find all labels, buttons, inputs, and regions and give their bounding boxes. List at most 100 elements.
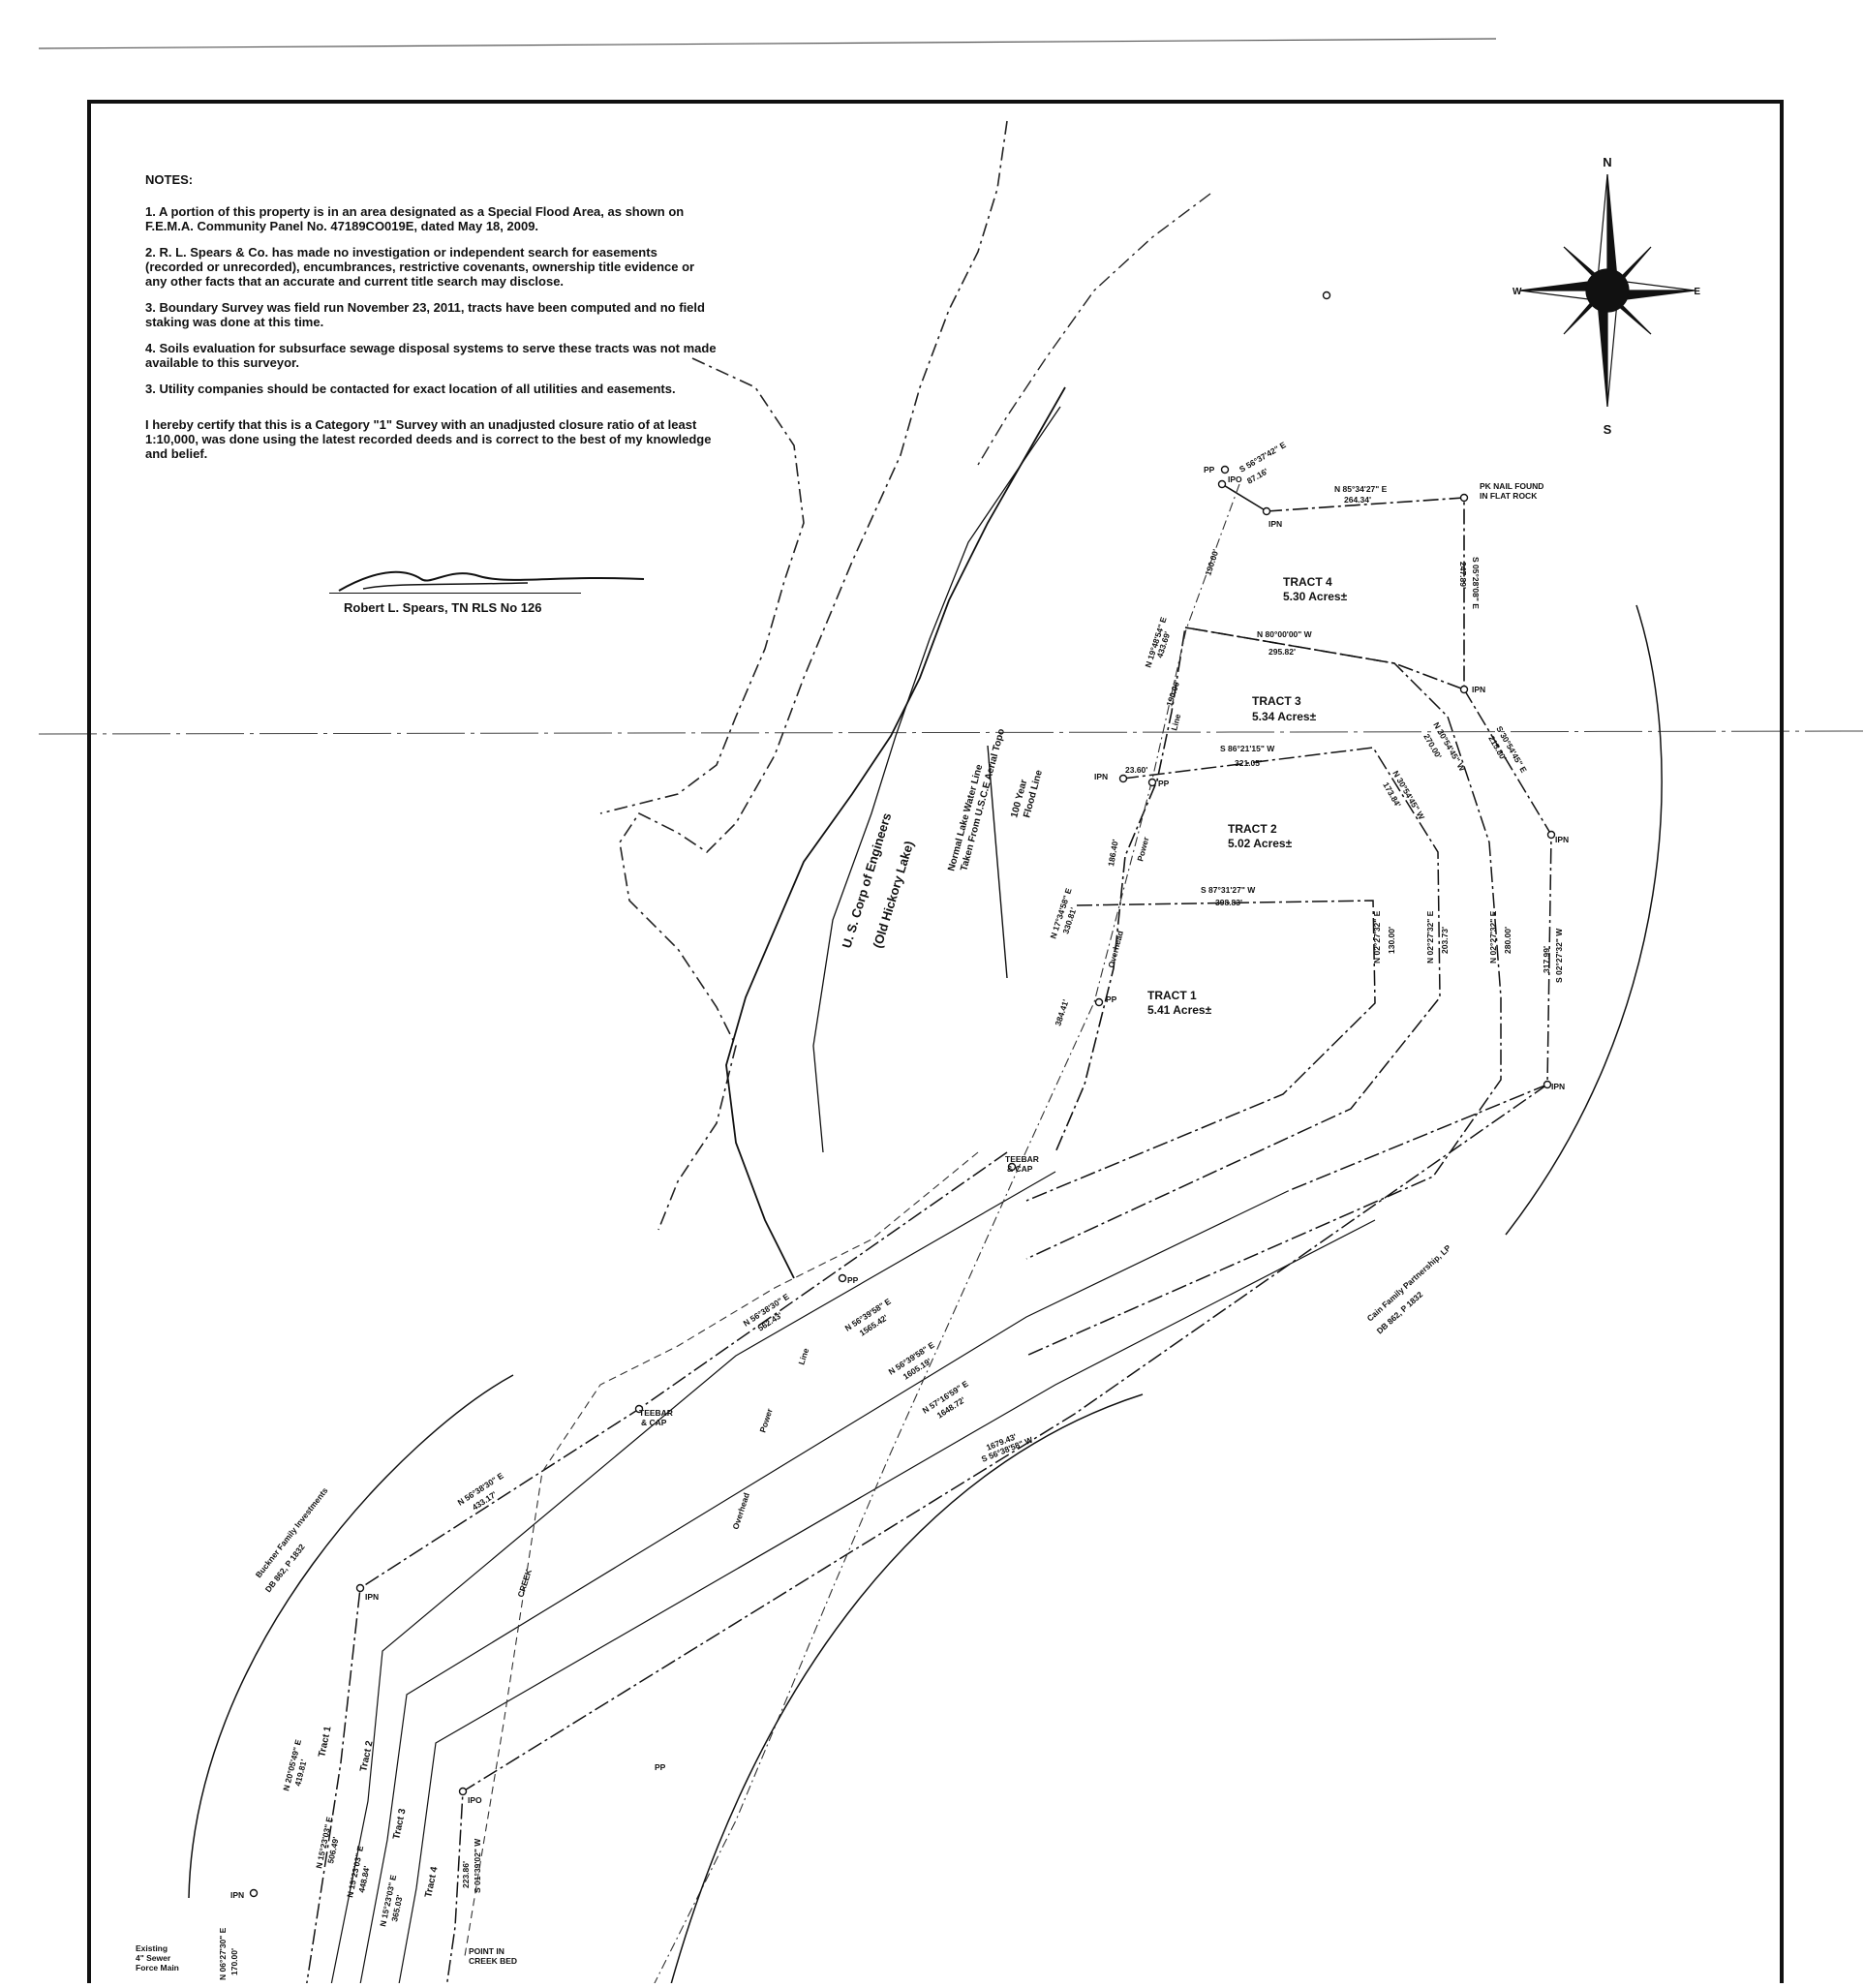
arrow-west-side bbox=[188, 1374, 514, 1899]
note-item: 4. Soils evaluation for subsurface sewag… bbox=[145, 341, 717, 370]
bearing-label: S 05°28'08" E bbox=[1471, 557, 1481, 609]
creek-label: CREEK bbox=[515, 1567, 534, 1598]
overhead-label-2: Overhead bbox=[1106, 930, 1125, 968]
pp-label: PP bbox=[655, 1762, 666, 1772]
distance-label: 186.40' bbox=[1106, 839, 1120, 867]
compass-e-label: E bbox=[1694, 287, 1700, 297]
cap-label-1: & CAP bbox=[1007, 1164, 1033, 1174]
teebar-label-2: TEEBAR bbox=[639, 1408, 673, 1418]
bearing-label: N 02°27'32" E bbox=[1372, 910, 1382, 963]
distance-label: 130.00' bbox=[1387, 927, 1396, 954]
distance-label: 23.60' bbox=[1125, 765, 1147, 775]
tract-3-name: TRACT 3 bbox=[1252, 694, 1301, 708]
scan-top-line bbox=[38, 38, 1497, 49]
note-item: 1. A portion of this property is in an a… bbox=[145, 204, 685, 233]
compass-s-label: S bbox=[1604, 422, 1612, 436]
bearing-labels: S 56°37'42" E 87.16' N 85°34'27" E 264.3… bbox=[218, 440, 1564, 1980]
ipn-label: IPN bbox=[1094, 772, 1108, 781]
sewer-label-3: Force Main bbox=[136, 1963, 179, 1973]
tract-4-area: 5.30 Acres± bbox=[1283, 590, 1348, 603]
signature-line bbox=[329, 593, 581, 594]
distance-label: 398.83' bbox=[1215, 898, 1242, 907]
bearing-label: S 86°21'15" W bbox=[1220, 744, 1275, 753]
sewer-label-1: Existing bbox=[136, 1943, 168, 1953]
bearing-label: S 01°39'02" W bbox=[473, 1838, 482, 1893]
tract-2-boundary bbox=[1025, 747, 1441, 1260]
ipo-label: IPO bbox=[1228, 474, 1242, 484]
distance-label: 170.00' bbox=[229, 1948, 239, 1975]
compass-w-label: W bbox=[1513, 287, 1522, 297]
distance-label: 321.05' bbox=[1235, 758, 1262, 768]
arrow-south bbox=[669, 1393, 1144, 1988]
bearing-label: S 02°27'32" W bbox=[1554, 928, 1564, 983]
distance-label: 223.86' bbox=[461, 1861, 471, 1888]
tract-1-name: TRACT 1 bbox=[1147, 989, 1197, 1002]
point-creek-label-1: POINT IN bbox=[469, 1946, 504, 1956]
distance-label: 317.99' bbox=[1542, 946, 1551, 973]
distance-label: 295.82' bbox=[1268, 647, 1296, 657]
tract-1-area: 5.41 Acres± bbox=[1147, 1003, 1212, 1017]
bearing-label: N 02°27'32" E bbox=[1425, 910, 1435, 963]
normal-lake-water-line bbox=[619, 120, 1008, 1231]
bearing-label: N 06°27'30" E bbox=[218, 1927, 228, 1980]
ipo-label: IPO bbox=[468, 1795, 482, 1805]
ipn-label: IPN bbox=[365, 1592, 379, 1602]
sewer-label-2: 4" Sewer bbox=[136, 1953, 171, 1963]
creek-line bbox=[464, 1151, 979, 1957]
tract-3-boundary bbox=[1025, 627, 1502, 1357]
power-label: Power bbox=[757, 1407, 775, 1434]
strip-label-tract-1: Tract 1 bbox=[317, 1725, 334, 1758]
pp-label: PP bbox=[1158, 779, 1170, 788]
ipn-label: IPN bbox=[1555, 835, 1569, 844]
distance-label: 190.00' bbox=[1203, 548, 1220, 577]
shoreline-west bbox=[599, 357, 805, 814]
certification-statement: I hereby certify that this is a Category… bbox=[145, 417, 712, 461]
sheet-border bbox=[87, 100, 1784, 1988]
note-item: 2. R. L. Spears & Co. has made no invest… bbox=[145, 245, 695, 289]
ipn-label: IPN bbox=[1268, 519, 1282, 529]
tract-4-boundary bbox=[1054, 497, 1465, 1153]
scan-fold-line bbox=[38, 730, 1864, 735]
tract-4-name: TRACT 4 bbox=[1283, 575, 1332, 589]
east-boundary bbox=[1287, 688, 1552, 1192]
compass-n-label: N bbox=[1603, 155, 1611, 169]
tract-1-boundary bbox=[1025, 900, 1376, 1202]
line-label-2: Line bbox=[1169, 713, 1182, 732]
flood-line-100-year bbox=[725, 386, 1066, 1279]
ipn-label: IPN bbox=[1472, 685, 1485, 694]
overhead-label: Overhead bbox=[730, 1491, 751, 1530]
pk-nail-label-1: PK NAIL FOUND bbox=[1480, 481, 1543, 491]
cap-label-2: & CAP bbox=[641, 1418, 667, 1427]
cain-label-1: Cain Family Partnership, LP bbox=[1365, 1242, 1453, 1323]
distance-label: 247.89' bbox=[1458, 562, 1468, 589]
strip-line-2 bbox=[358, 1190, 1289, 1988]
boundary-markers bbox=[249, 291, 1556, 1898]
teebar-label-1: TEEBAR bbox=[1005, 1154, 1039, 1164]
bearing-label: N 85°34'27" E bbox=[1334, 484, 1388, 494]
overhead-power-line bbox=[651, 483, 1240, 1988]
ipn-label: IPN bbox=[230, 1890, 244, 1900]
north-arrow-compass: N S E W bbox=[1513, 155, 1700, 436]
bearing-label: S 87°31'27" W bbox=[1201, 885, 1256, 895]
distance-label: 264.34' bbox=[1344, 495, 1371, 505]
ipn-label: IPN bbox=[1551, 1082, 1565, 1091]
pp-label: PP bbox=[1204, 465, 1215, 474]
pk-nail-label-2: IN FLAT ROCK bbox=[1480, 491, 1538, 501]
arrow-east-side bbox=[1505, 604, 1663, 1236]
tract-3-area: 5.34 Acres± bbox=[1252, 710, 1317, 723]
strip-label-tract-4: Tract 4 bbox=[423, 1865, 441, 1898]
power-label-2: Power bbox=[1135, 836, 1150, 863]
point-creek-label-2: CREEK BED bbox=[469, 1956, 517, 1966]
tract-4-north-line bbox=[1221, 483, 1268, 512]
pp-label: PP bbox=[1106, 994, 1117, 1004]
line-label: Line bbox=[796, 1347, 810, 1366]
distance-label: 203.73' bbox=[1440, 927, 1450, 954]
flood-leader bbox=[987, 745, 1008, 979]
surveyor-name: Robert L. Spears, TN RLS No 126 bbox=[344, 600, 542, 615]
surveyor-signature bbox=[338, 570, 645, 592]
distance-label: 384.41' bbox=[1053, 998, 1070, 1027]
notes-block: NOTES: 1. A portion of this property is … bbox=[145, 172, 717, 473]
